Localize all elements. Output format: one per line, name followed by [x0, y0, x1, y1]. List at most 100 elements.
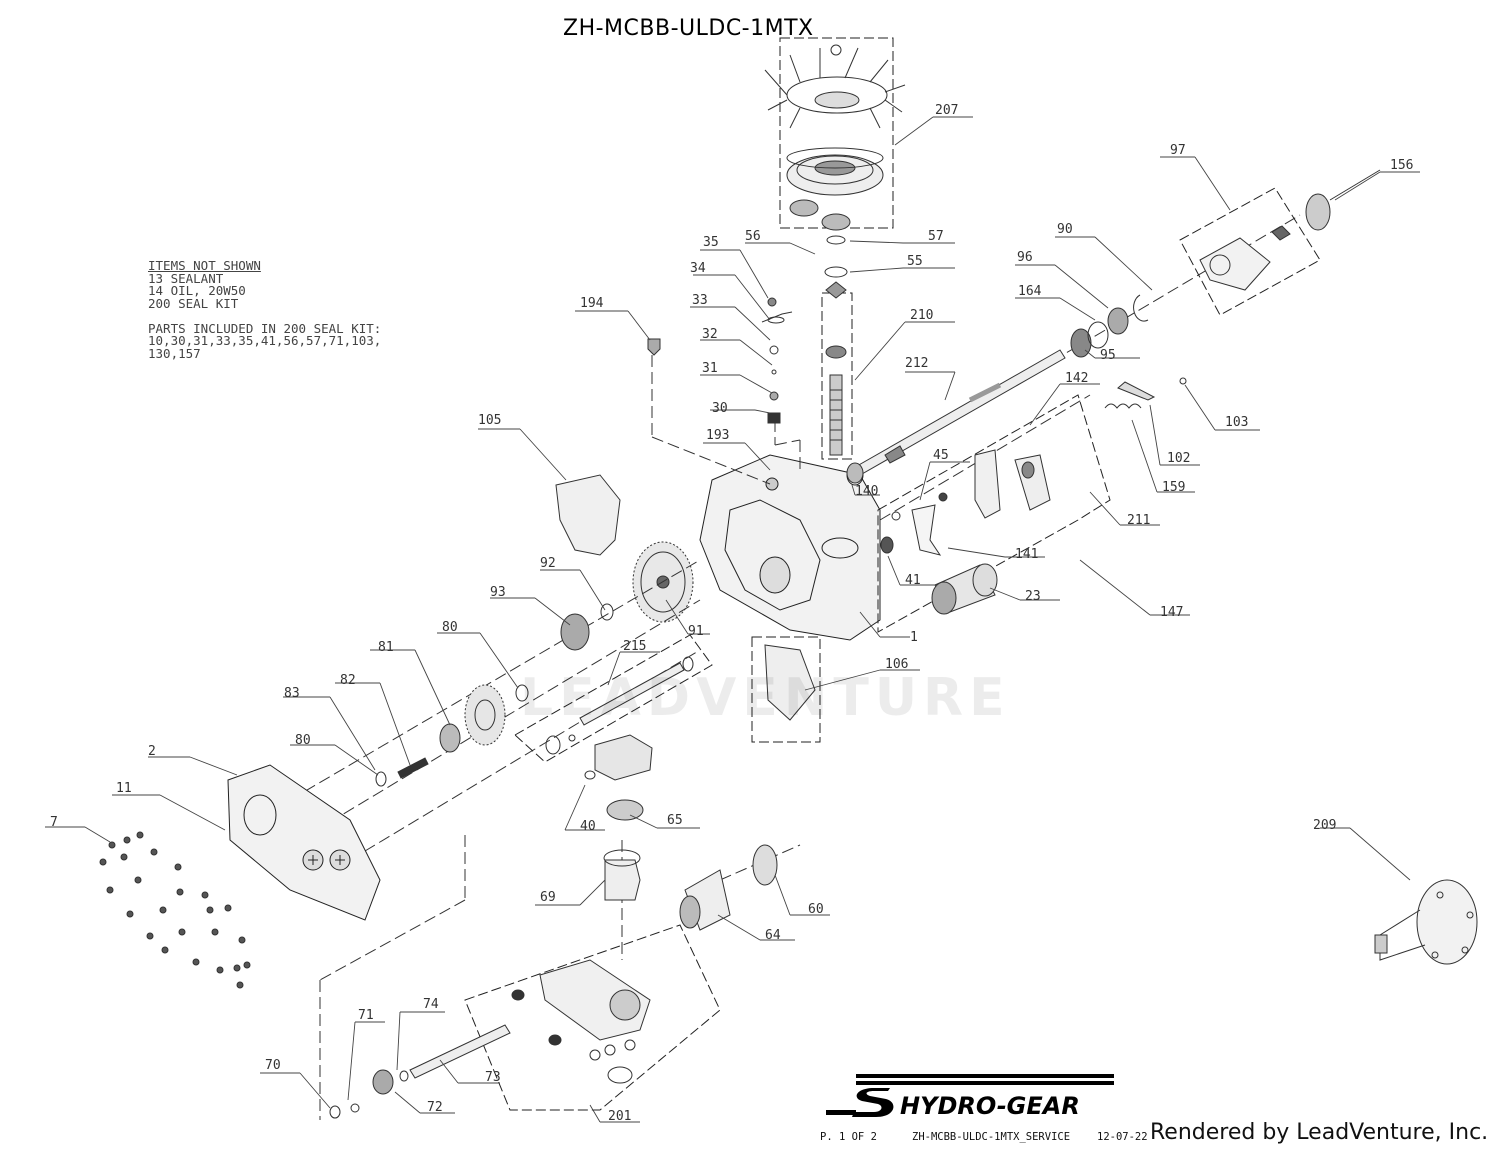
- callout-55[interactable]: 55: [907, 254, 923, 269]
- callout-23[interactable]: 23: [1025, 589, 1041, 604]
- callout-102[interactable]: 102: [1167, 451, 1191, 466]
- main-housing: [699, 454, 881, 641]
- side-cover-105: [555, 474, 621, 556]
- valve-parts: [647, 297, 793, 424]
- callout-64[interactable]: 64: [765, 928, 781, 943]
- callout-34[interactable]: 34: [690, 261, 706, 276]
- callout-31[interactable]: 31: [702, 361, 718, 376]
- box-97: [1179, 187, 1321, 316]
- callout-91[interactable]: 91: [688, 624, 704, 639]
- callout-140[interactable]: 140: [855, 484, 879, 499]
- callout-81[interactable]: 81: [378, 640, 394, 655]
- callout-193[interactable]: 193: [706, 428, 730, 443]
- hub: [789, 199, 851, 231]
- notes-line: 10,30,31,33,35,41,56,57,71,103,: [148, 333, 382, 348]
- items-not-shown-notes: ITEMS NOT SHOWN 13 SEALANT 14 OIL, 20W50…: [148, 258, 382, 361]
- input-shaft: [824, 235, 848, 456]
- callout-7[interactable]: 7: [50, 815, 58, 830]
- callout-80-lower[interactable]: 80: [295, 733, 311, 748]
- logo-text: HYDRO-GEAR: [900, 1092, 1080, 1120]
- callout-212[interactable]: 212: [905, 356, 929, 371]
- callout-92[interactable]: 92: [540, 556, 556, 571]
- motor-23: [931, 563, 998, 615]
- callout-96[interactable]: 96: [1017, 250, 1033, 265]
- callout-194[interactable]: 194: [580, 296, 604, 311]
- notes-line: 130,157: [148, 345, 201, 361]
- callout-159[interactable]: 159: [1162, 480, 1186, 495]
- lever-spring-parts: [1104, 377, 1187, 409]
- callout-69[interactable]: 69: [540, 890, 556, 905]
- right-hub-parts: [1070, 169, 1381, 358]
- callout-72[interactable]: 72: [427, 1100, 443, 1115]
- end-cover: [227, 764, 381, 921]
- callout-2[interactable]: 2: [148, 744, 156, 759]
- box-201: [464, 924, 721, 1111]
- bolts: [99, 831, 251, 989]
- callout-80-upper[interactable]: 80: [442, 620, 458, 635]
- callout-147[interactable]: 147: [1160, 605, 1184, 620]
- notes-heading: ITEMS NOT SHOWN: [148, 258, 261, 273]
- callout-1[interactable]: 1: [910, 630, 918, 645]
- notes-line: PARTS INCLUDED IN 200 SEAL KIT:: [148, 320, 382, 336]
- callout-57[interactable]: 57: [928, 229, 944, 244]
- guard-106: [764, 644, 816, 721]
- valve-block-40: [584, 734, 653, 821]
- watermark: LEADVENTURE: [520, 668, 1011, 728]
- box-215: [514, 634, 713, 763]
- callout-207[interactable]: 207: [935, 103, 959, 118]
- bracket-parts: [880, 449, 1051, 556]
- callout-209[interactable]: 209: [1313, 818, 1337, 833]
- callout-40[interactable]: 40: [580, 819, 596, 834]
- footer-doc-id: ZH-MCBB-ULDC-1MTX_SERVICE: [912, 1131, 1071, 1143]
- callout-45[interactable]: 45: [933, 448, 949, 463]
- shaft-215: [545, 656, 694, 755]
- callout-11[interactable]: 11: [116, 781, 132, 796]
- callout-71[interactable]: 71: [358, 1008, 374, 1023]
- callout-211[interactable]: 211: [1127, 513, 1151, 528]
- callout-33[interactable]: 33: [692, 293, 708, 308]
- axle-212: [846, 349, 1066, 484]
- callout-156[interactable]: 156: [1390, 158, 1414, 173]
- callout-141[interactable]: 141: [1015, 547, 1039, 562]
- callout-35[interactable]: 35: [703, 235, 719, 250]
- fan-group-box: [779, 37, 894, 229]
- callout-32[interactable]: 32: [702, 327, 718, 342]
- hydro-gear-logo: HYDRO-GEAR: [826, 1074, 1114, 1120]
- leader-lines: [45, 116, 1420, 1123]
- callout-90[interactable]: 90: [1057, 222, 1073, 237]
- callout-83[interactable]: 83: [284, 686, 300, 701]
- rendered-by-credit: Rendered by LeadVenture, Inc.: [1150, 1120, 1489, 1145]
- pump-parts: [603, 844, 778, 931]
- page-title: ZH-MCBB-ULDC-1MTX: [563, 16, 814, 41]
- callout-73[interactable]: 73: [485, 1070, 501, 1085]
- callout-105[interactable]: 105: [478, 413, 502, 428]
- callout-82[interactable]: 82: [340, 673, 356, 688]
- hub-209: [1374, 879, 1478, 965]
- box-106: [751, 636, 821, 743]
- box-211: [877, 394, 1111, 633]
- callout-210[interactable]: 210: [910, 308, 934, 323]
- callout-70[interactable]: 70: [265, 1058, 281, 1073]
- cooling-fan: [764, 44, 906, 129]
- notes-line: 13 SEALANT: [148, 270, 224, 286]
- callout-97[interactable]: 97: [1170, 143, 1186, 158]
- callout-164[interactable]: 164: [1018, 284, 1042, 299]
- callout-201[interactable]: 201: [608, 1109, 632, 1124]
- footer-date: 12-07-22: [1097, 1131, 1148, 1143]
- pulley: [786, 147, 884, 196]
- drive-shaft-73: [329, 1024, 511, 1119]
- callout-142[interactable]: 142: [1065, 371, 1089, 386]
- footer-page: P. 1 OF 2: [820, 1131, 877, 1143]
- callout-41[interactable]: 41: [905, 573, 921, 588]
- callout-95[interactable]: 95: [1100, 348, 1116, 363]
- callout-215[interactable]: 215: [623, 639, 647, 654]
- callout-93[interactable]: 93: [490, 585, 506, 600]
- callout-60[interactable]: 60: [808, 902, 824, 917]
- callout-65[interactable]: 65: [667, 813, 683, 828]
- callout-74[interactable]: 74: [423, 997, 439, 1012]
- callout-30[interactable]: 30: [712, 401, 728, 416]
- callout-56[interactable]: 56: [745, 229, 761, 244]
- callout-103[interactable]: 103: [1225, 415, 1249, 430]
- callout-106[interactable]: 106: [885, 657, 909, 672]
